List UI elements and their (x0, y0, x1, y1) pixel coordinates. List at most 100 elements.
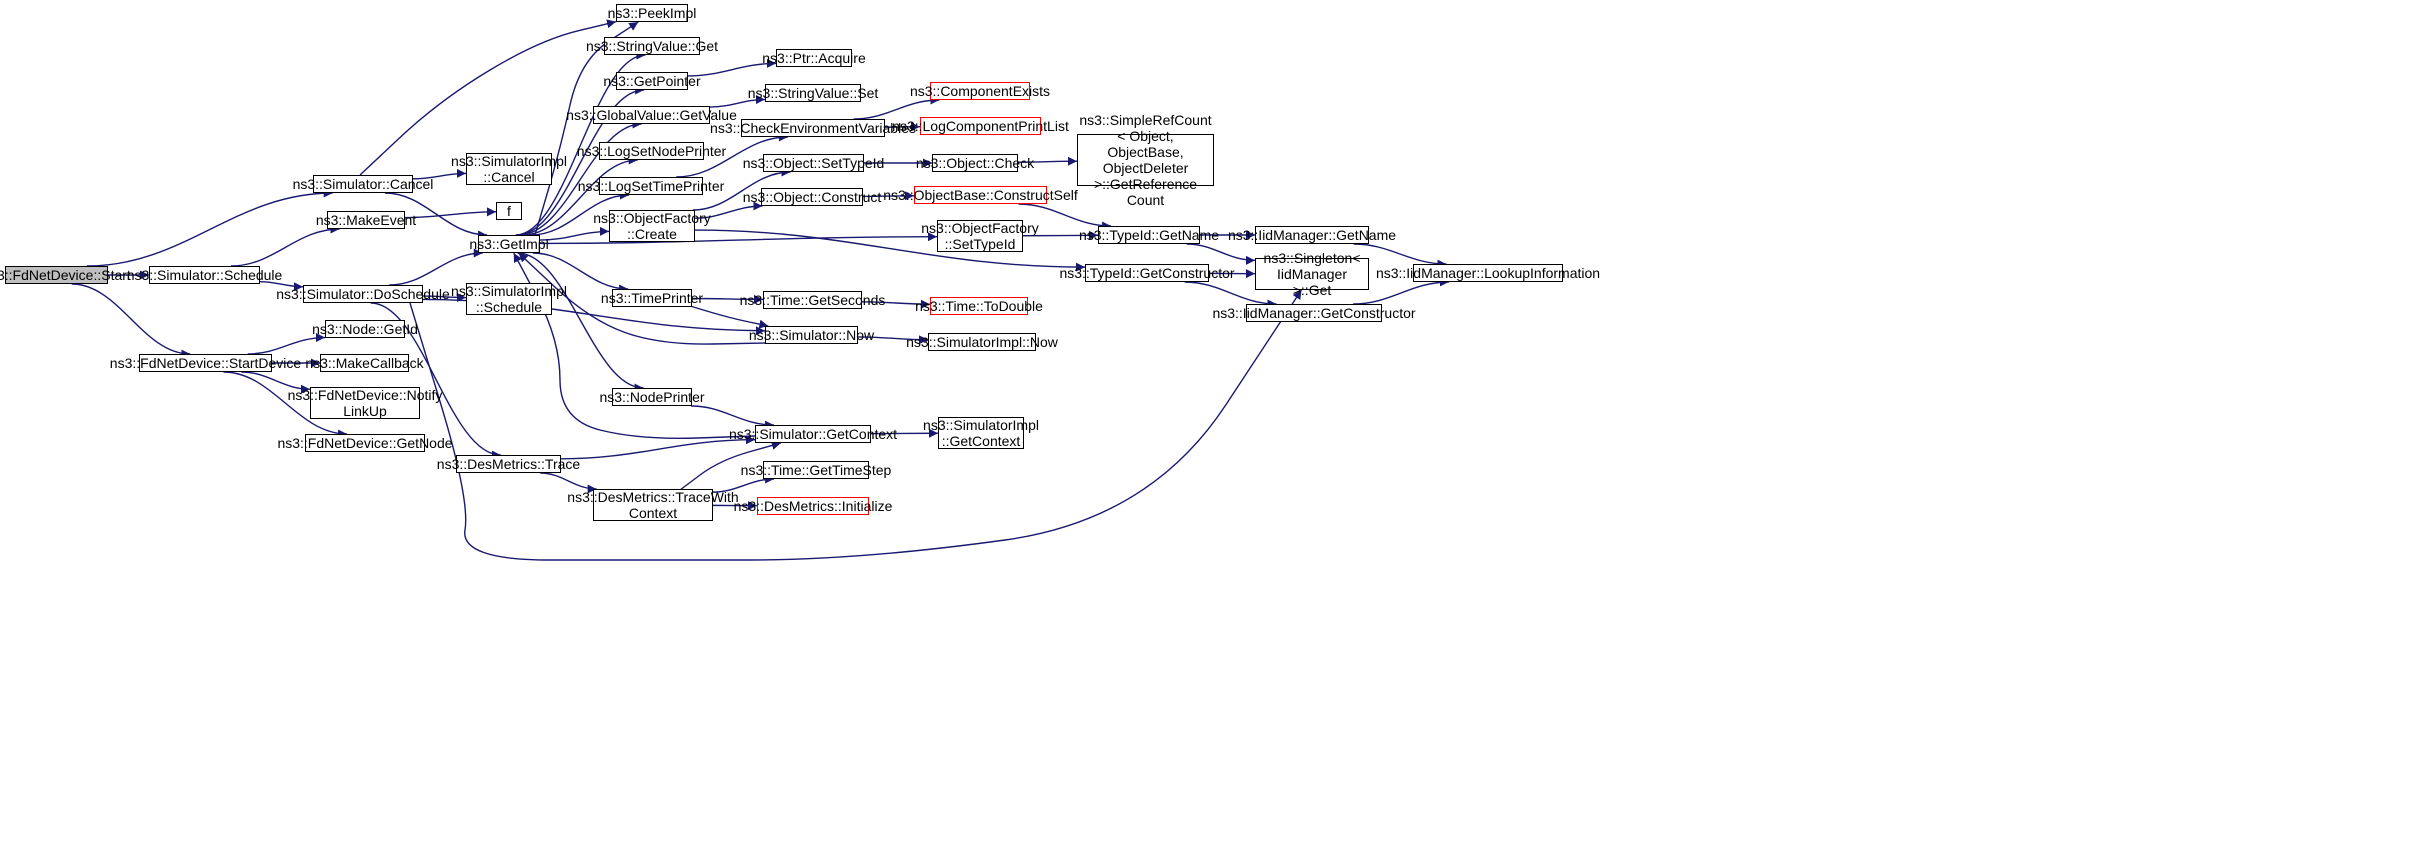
edge-timeprinter-to-timegetseconds (691, 294, 764, 304)
edge-getimpl-to-peekimpl (534, 21, 639, 236)
edge-schedule-to-doschedule (259, 280, 304, 292)
node-singletonget[interactable]: ns3::Singleton< IidManager >::Get (1255, 250, 1369, 298)
node-desmetricsinit[interactable]: ns3::DesMetrics::Initialize (733, 497, 893, 515)
edge-globalvaluegetvalue-to-stringvalueset (709, 95, 766, 108)
edge-cancel-to-getimpl (384, 192, 488, 240)
node-stringvalueget[interactable]: ns3::StringValue::Get (585, 37, 719, 55)
edge-getimpl-to-nodeprinter (517, 252, 644, 393)
node-nodeprinter[interactable]: ns3::NodePrinter (599, 388, 705, 406)
node-timeprinter[interactable]: ns3::TimePrinter (600, 289, 704, 307)
edge-checkenv-to-componentexists (853, 95, 940, 120)
edge-getimpl-to-objectfactorycreate (539, 226, 610, 241)
node-peekimpl[interactable]: ns3::PeekImpl (607, 4, 697, 22)
edge-makeevent-to-f (404, 207, 497, 219)
node-iidlookup[interactable]: ns3::IidManager::LookupInformation (1375, 264, 1601, 282)
node-stringvalueset[interactable]: ns3::StringValue::Set (747, 84, 879, 102)
node-logsetnodeprinter[interactable]: ns3::LogSetNodePrinter (576, 142, 727, 160)
edge-timegetseconds-to-timetodouble (861, 299, 931, 309)
edge-getimpl-to-globalvaluegetvalue (518, 119, 642, 236)
node-makeevent[interactable]: ns3::MakeEvent (315, 211, 417, 229)
node-logcompprintlist[interactable]: ns3::LogComponentPrintList (892, 117, 1069, 135)
edge-cancel-to-simimplcancel (412, 168, 467, 180)
node-logsettimeprinter[interactable]: ns3::LogSetTimePrinter (577, 177, 725, 195)
edge-getimpl-to-getpointer (516, 85, 645, 236)
node-simnow[interactable]: ns3::Simulator::Now (748, 326, 875, 344)
node-objectcheck[interactable]: ns3::Object::Check (915, 154, 1035, 172)
edge-doschedule-to-getimpl (389, 248, 483, 286)
node-tracewithcontext[interactable]: ns3::DesMetrics::TraceWith Context (567, 489, 739, 521)
edge-simnow-to-simimplnow (857, 335, 929, 345)
node-fdgetnode[interactable]: ns3::FdNetDevice::GetNode (277, 434, 453, 452)
node-nodegetid[interactable]: ns3::Node::GetId (312, 320, 418, 338)
node-cancel[interactable]: ns3::Simulator::Cancel (292, 175, 434, 193)
edge-iidgetname-to-iidlookup (1353, 243, 1447, 269)
edge-objectfactorycreate-to-objectsettypeid (693, 167, 791, 211)
node-simgetcontext[interactable]: ns3::Simulator::GetContext (728, 425, 898, 443)
edge-typeidgetconstructor-to-iidgetconstructor (1184, 281, 1277, 309)
node-simimplgetcontext[interactable]: ns3::SimulatorImpl ::GetContext (923, 417, 1039, 449)
node-objectfactorycreate[interactable]: ns3::ObjectFactory ::Create (593, 210, 711, 242)
node-iidgetconstructor[interactable]: ns3::IidManager::GetConstructor (1212, 304, 1416, 322)
node-doschedule[interactable]: ns3::Simulator::DoSchedule (276, 285, 450, 303)
edge-objectfactorycreate-to-objectconstruct (694, 201, 763, 219)
edge-getimpl-to-timeprinter (532, 252, 629, 294)
node-startdevice[interactable]: ns3::FdNetDevice::StartDevice (109, 354, 302, 372)
node-globalvaluegetvalue[interactable]: ns3::GlobalValue::GetValue (566, 106, 737, 124)
node-timegettimestep[interactable]: ns3::Time::GetTimeStep (740, 461, 892, 479)
node-objectsettypeid[interactable]: ns3::Object::SetTypeId (742, 154, 885, 172)
node-schedule[interactable]: ns3::Simulator::Schedule (126, 266, 283, 284)
node-simplerefcount[interactable]: ns3::SimpleRefCount < Object, ObjectBase… (1077, 112, 1214, 208)
edge-timeprinter-to-simnow (689, 305, 769, 329)
edge-objectcheck-to-simplerefcount (1017, 156, 1078, 166)
node-objectconstruct[interactable]: ns3::Object::Construct (742, 188, 882, 206)
edge-startdevice-to-notifylinkup (241, 371, 311, 394)
node-f[interactable]: f (496, 202, 522, 220)
node-getpointer[interactable]: ns3::GetPointer (603, 72, 701, 90)
node-getimpl[interactable]: ns3::GetImpl (469, 235, 549, 253)
edge-tracewithcontext-to-simgetcontext (679, 441, 781, 491)
node-notifylinkup[interactable]: ns3::FdNetDevice::Notify LinkUp (287, 387, 443, 419)
edge-nodeprinter-to-simgetcontext (691, 405, 774, 430)
node-simimplschedule[interactable]: ns3::SimulatorImpl ::Schedule (451, 283, 567, 315)
edge-typeidgetname-to-singletonget (1186, 243, 1256, 265)
edge-getimpl-to-objectfactorysettypeid (539, 232, 938, 245)
edge-start-to-cancel (86, 188, 333, 267)
edge-schedule-to-makeevent (230, 224, 340, 267)
node-typeidgetname[interactable]: ns3::TypeId::GetName (1078, 226, 1220, 244)
node-typeidgetconstructor[interactable]: ns3::TypeId::GetConstructor (1059, 264, 1235, 282)
node-makecallback[interactable]: ns3::MakeCallback (305, 354, 424, 372)
edge-simnow-to-getimpl (518, 252, 766, 345)
node-timetodouble[interactable]: ns3::Time::ToDouble (915, 297, 1043, 315)
node-simimplnow[interactable]: ns3::SimulatorImpl::Now (906, 333, 1058, 351)
node-constructself[interactable]: ns3::ObjectBase::ConstructSelf (883, 186, 1078, 204)
edge-getimpl-to-stringvalueget (515, 50, 646, 236)
edge-doschedule-to-simimplschedule (422, 293, 467, 303)
edge-startdevice-to-nodegetid (247, 333, 326, 355)
edge-objectconstruct-to-constructself (862, 191, 915, 201)
node-desmetricstrace[interactable]: ns3::DesMetrics::Trace (436, 455, 581, 473)
edge-desmetricstrace-to-tracewithcontext (540, 472, 597, 494)
node-simimplcancel[interactable]: ns3::SimulatorImpl ::Cancel (451, 153, 567, 185)
edge-cancel-to-peekimpl (359, 19, 617, 176)
edge-desmetricstrace-to-simgetcontext (560, 435, 756, 460)
node-ptracquire[interactable]: ns3::Ptr::Acquire (762, 49, 866, 67)
edge-getpointer-to-ptracquire (687, 58, 777, 77)
edge-objectfactorycreate-to-typeidgetconstructor (694, 229, 1086, 272)
edge-simgetcontext-to-getimpl (513, 252, 756, 440)
node-start[interactable]: ns3::FdNetDevice::Start (0, 266, 131, 284)
node-checkenv[interactable]: ns3::CheckEnvironmentVariables (710, 119, 916, 137)
edge-doschedule-to-singletonget (409, 289, 1303, 561)
edge-startdevice-to-fdgetnode (223, 371, 348, 439)
node-iidgetname[interactable]: ns3::IidManager::GetName (1227, 226, 1397, 244)
node-objectfactorysettypeid[interactable]: ns3::ObjectFactory ::SetTypeId (921, 220, 1039, 252)
edge-doschedule-to-desmetricstrace (370, 302, 501, 460)
edge-tracewithcontext-to-timegettimestep (712, 474, 775, 493)
node-componentexists[interactable]: ns3::ComponentExists (909, 82, 1051, 100)
edge-getimpl-to-logsettimeprinter (531, 190, 629, 236)
node-timegetseconds[interactable]: ns3::Time::GetSeconds (739, 291, 886, 309)
edge-iidgetconstructor-to-iidlookup (1353, 277, 1449, 305)
edge-logsettimeprinter-to-checkenv (676, 132, 788, 178)
edge-constructself-to-typeidgetname (1018, 203, 1112, 231)
